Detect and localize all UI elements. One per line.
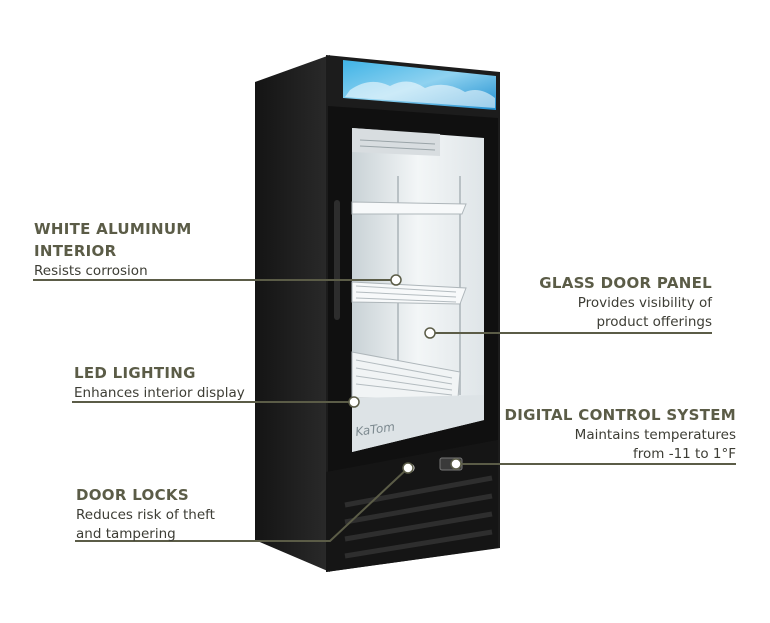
callout-description: Resists corrosion bbox=[34, 263, 148, 279]
brand-logo: KaTom bbox=[354, 420, 395, 439]
callout-title: GLASS DOOR PANEL bbox=[539, 274, 712, 292]
marker-led bbox=[348, 396, 360, 408]
callout-title: LED LIGHTING bbox=[74, 364, 196, 382]
callout-title: WHITE ALUMINUM bbox=[34, 220, 192, 238]
callout-white-aluminum-interior: WHITE ALUMINUM INTERIOR Resists corrosio… bbox=[34, 218, 192, 281]
callout-description: from -11 to 1°F bbox=[633, 446, 736, 462]
callout-door-locks: DOOR LOCKS Reduces risk of theft and tam… bbox=[76, 484, 215, 544]
callout-description: and tampering bbox=[76, 526, 176, 542]
callout-description: Reduces risk of theft bbox=[76, 507, 215, 523]
callout-led-lighting: LED LIGHTING Enhances interior display bbox=[74, 362, 245, 403]
callout-description: product offerings bbox=[596, 314, 712, 330]
marker-lock bbox=[402, 462, 414, 474]
callout-digital-control-system: DIGITAL CONTROL SYSTEM Maintains tempera… bbox=[505, 404, 736, 464]
marker-white-aluminum bbox=[390, 274, 402, 286]
callout-description: Enhances interior display bbox=[74, 385, 245, 401]
callout-glass-door-panel: GLASS DOOR PANEL Provides visibility of … bbox=[539, 272, 712, 332]
door-handle bbox=[334, 200, 340, 320]
callout-description: Maintains temperatures bbox=[574, 427, 736, 443]
callout-title: INTERIOR bbox=[34, 242, 117, 260]
callout-description: Provides visibility of bbox=[577, 295, 712, 311]
marker-glass bbox=[424, 327, 436, 339]
callout-title: DIGITAL CONTROL SYSTEM bbox=[504, 406, 736, 424]
shelf bbox=[351, 201, 467, 215]
callout-title: DOOR LOCKS bbox=[76, 486, 189, 504]
cabinet-side bbox=[255, 55, 330, 572]
marker-control bbox=[450, 458, 462, 470]
